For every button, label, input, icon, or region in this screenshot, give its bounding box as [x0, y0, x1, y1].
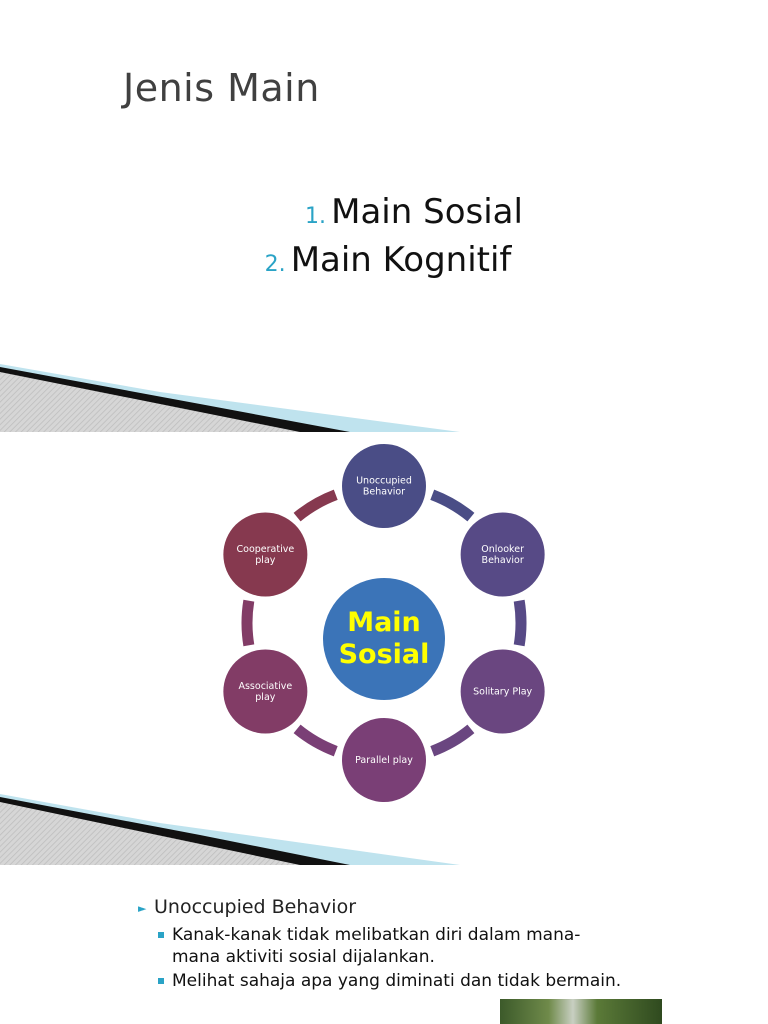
- cycle-node-label: Behavior: [482, 555, 524, 566]
- cycle-node: Parallel play: [342, 718, 426, 802]
- slide-3: ► Unoccupied Behavior Kanak-kanak tidak …: [0, 866, 768, 1024]
- children-photo: [500, 999, 662, 1024]
- cycle-node-label: play: [255, 692, 275, 703]
- slide-1: Jenis Main 1. Main Sosial 2. Main Kognit…: [0, 0, 768, 432]
- cycle-node-label: Cooperative: [237, 544, 295, 555]
- cycle-node-circle: [460, 649, 545, 734]
- list-text: Main Sosial: [331, 192, 523, 232]
- cycle-node-label: Associative: [238, 681, 292, 692]
- center-label: Sosial: [339, 639, 430, 670]
- cycle-node-label: Parallel play: [355, 755, 413, 766]
- cycle-node-label: Solitary Play: [473, 687, 532, 698]
- cycle-connector: [513, 599, 527, 647]
- cycle-connector: [430, 489, 475, 522]
- center-circle: [323, 578, 445, 700]
- slide-swoosh-decoration: [0, 364, 460, 432]
- cycle-node: Solitary Play: [460, 649, 545, 734]
- bullet-heading-text: Unoccupied Behavior: [154, 896, 357, 918]
- list-number: 1.: [305, 204, 327, 229]
- cycle-connector: [241, 599, 255, 647]
- sub-bullet: Melihat sahaja apa yang diminati dan tid…: [158, 970, 628, 1014]
- square-bullet-icon: [158, 978, 164, 984]
- cycle-node-circle: [342, 718, 426, 802]
- list-item: 2. Main Kognitif: [0, 240, 768, 280]
- center-label: Main: [347, 607, 421, 638]
- cycle-node-circle: [460, 512, 545, 597]
- list-item: 1. Main Sosial: [0, 192, 768, 232]
- cycle-node-circle: [342, 444, 426, 528]
- cycle-node-label: play: [255, 555, 275, 566]
- cycle-node-label: Behavior: [363, 487, 405, 498]
- square-bullet-icon: [158, 932, 164, 938]
- sub-bullet-text: Kanak-kanak tidak melibatkan diri dalam …: [172, 925, 581, 967]
- cycle-connector: [430, 724, 475, 757]
- list-number: 2.: [264, 252, 286, 277]
- list-text: Main Kognitif: [290, 240, 512, 280]
- sub-bullet-text: Melihat sahaja apa yang diminati dan tid…: [172, 971, 622, 991]
- cycle-connector: [293, 489, 338, 522]
- cycle-node-label: Unoccupied: [356, 476, 412, 487]
- triangle-bullet-icon: ►: [138, 902, 147, 915]
- cycle-node-circle: [223, 512, 308, 597]
- cycle-diagram: UnoccupiedBehaviorOnlookerBehaviorSolita…: [0, 444, 545, 865]
- sub-bullet: Kanak-kanak tidak melibatkan diri dalam …: [158, 924, 628, 968]
- cycle-connector: [293, 724, 338, 757]
- cycle-node-label: Onlooker: [481, 544, 524, 555]
- slide-title: Jenis Main: [123, 66, 320, 110]
- cycle-node-circle: [223, 649, 308, 734]
